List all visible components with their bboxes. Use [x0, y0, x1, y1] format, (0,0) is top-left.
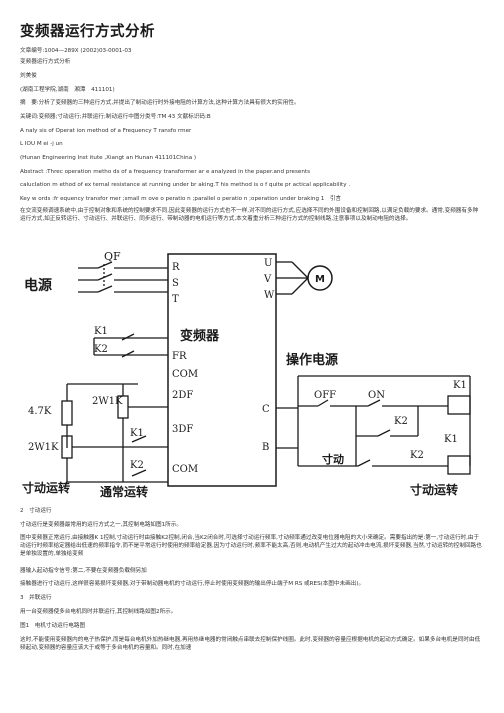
terminal-2df: 2DF — [172, 390, 193, 401]
abstract-en-line1: Abstract :Threc operation metho ds of a … — [20, 169, 310, 175]
english-title: A naly sis of Operat ion method of a Fre… — [20, 128, 192, 134]
abstract-cn: 摘 要:分析了变频器的三种运行方式,并提出了制动运行时外接电阻的计算方法,这种计… — [20, 100, 300, 106]
article-number: 文章编号:1004—289X (2002)03-0001-03 — [20, 48, 132, 54]
section2-intro: 寸动运行是变频器最常用的运行方式之一,其控制电路如图1所示。 — [20, 522, 182, 528]
author: 刘美俊 — [20, 73, 37, 79]
k2-right-label: K2 — [394, 416, 408, 427]
motor-symbol — [307, 265, 333, 291]
intro-paragraph: 在交流变频调速系统中,由于控制对象和系统的控制要求不同,因此变频器的运行方式也不… — [20, 208, 479, 223]
terminal-u: U — [264, 258, 272, 269]
article-subtitle: 变频器运行方式分析 — [20, 59, 71, 65]
terminal-3df: 3DF — [172, 424, 193, 435]
terminal-v: V — [263, 274, 272, 285]
on-label: ON — [368, 390, 385, 401]
terminal-fr: FR — [172, 351, 187, 362]
section3-intro: 用一台变频器使多台电机同时并联运行,其控制线路如图2所示。 — [20, 609, 177, 615]
resistor-2w1k-a-label: 2W1K — [92, 396, 123, 407]
terminal-com2: COM — [172, 464, 198, 475]
qf-label: QF — [104, 250, 121, 263]
resistor-2w1k-b-label: 2W1K — [28, 442, 59, 453]
terminal-b: B — [262, 442, 269, 453]
keywords-en: Key w ords :fr equency transfor mer ;sma… — [20, 196, 342, 202]
k1-right-mid-label: K1 — [444, 434, 458, 445]
k1-mid-label: K1 — [130, 428, 144, 439]
terminal-r: R — [172, 262, 180, 273]
k2-right-bottom-label: K2 — [410, 450, 424, 461]
english-affiliation: (Hunan Engineering Inst itute ,Xiangt an… — [20, 155, 197, 161]
jog-small-label: 寸动 — [322, 452, 344, 466]
affiliation: (湖南工程学院,湖南 湘潭 411101) — [20, 87, 115, 93]
jog-run-label: 寸动运转 — [22, 480, 70, 495]
figure-caption: 图1 电机寸动运行电路图 — [20, 623, 86, 629]
operation-power-label: 操作电源 — [286, 352, 338, 368]
inverter-label: 变频器 — [180, 328, 220, 344]
resistor-4-7k-label: 4.7K — [28, 406, 52, 417]
terminal-c: C — [262, 404, 270, 415]
jog-run-right-label: 寸动运转 — [410, 482, 458, 497]
normal-run-label: 通常运转 — [100, 484, 148, 498]
terminal-t: T — [172, 294, 179, 305]
section3-heading: 3 并联运行 — [20, 595, 52, 601]
k2-mid-label: K2 — [130, 460, 144, 471]
section2-line3: 接触器进行寸动运行,这样很容易损坏变频器,对于带制动器电机的寸动运行,停止时使用… — [20, 581, 365, 587]
terminal-w: W — [264, 290, 275, 301]
section3-body: 这时,不能使用变频器内的电子热保护,而是每台电机外加热继电器,再用热继电器的常闭… — [20, 637, 481, 652]
english-author: L IOU M ei -j un — [20, 141, 63, 147]
circuit-diagram: 电源 QF 变频器 R S T U V W FR COM 2DF 3DF COM… — [22, 250, 471, 498]
off-label: OFF — [314, 390, 336, 401]
keywords-cn: 关键词:变频器;寸动运行;并联运行;制动运行中图分类号:TM 43 文献标识码:… — [20, 114, 211, 120]
k1-right-top-label: K1 — [453, 380, 467, 391]
terminal-s: S — [172, 278, 179, 289]
motor-label: M — [315, 274, 325, 285]
section2-line2: 器输入起动指令信号;第二,不要在变频器负载侧另加 — [20, 568, 147, 574]
k2-left-label: K2 — [94, 344, 108, 355]
page-title: 变频器运行方式分析 — [20, 24, 155, 40]
section2-body: 图中变频器正常运行,由接触器K 1控制,寸动运行时由接触K2控制,闭合,当K2闭… — [20, 535, 482, 558]
abstract-en-line2: calucIation m ethod of ex ternaI resista… — [20, 182, 351, 188]
section2-heading: 2 寸动运行 — [20, 508, 52, 514]
k1-left-label: K1 — [94, 326, 108, 337]
power-label: 电源 — [24, 277, 52, 294]
terminal-com1: COM — [172, 369, 198, 380]
